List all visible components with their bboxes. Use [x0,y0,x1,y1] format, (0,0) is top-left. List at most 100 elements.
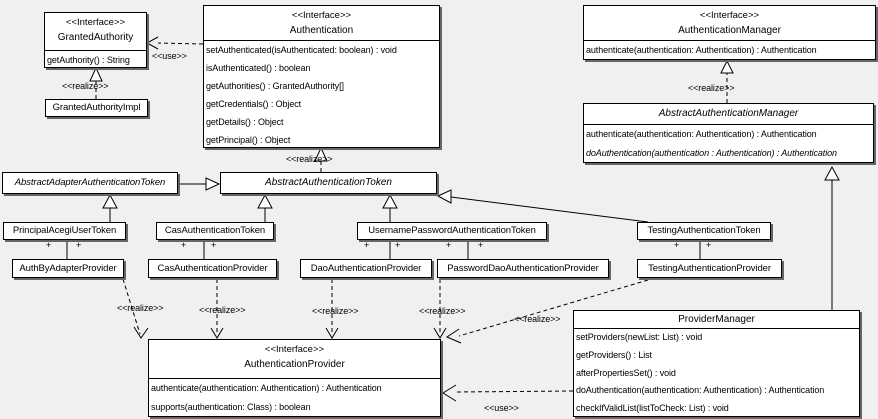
generalization-testingtoken [436,189,649,223]
class-title: ProviderManager [574,311,859,329]
class-method: setProviders(newList: List) : void [576,332,703,342]
interface-stereotype: <<Interface>> [291,10,352,21]
class-method: afterPropertiesSet() : void [576,367,676,378]
realize-label: <<realize>> [419,306,466,316]
multiplicity-plus: + [706,240,712,250]
class-name: GrantedAuthorityImpl [52,102,141,113]
class-method: getAuthority() : String [47,55,130,65]
class-box-password-dao-authentication-provider[interactable]: PasswordDaoAuthenticationProvider [437,259,609,278]
use-label: <<use>> [152,51,187,61]
multiplicity-plus: + [478,240,484,250]
class-box-abstract-authentication-manager[interactable]: AbstractAuthenticationManager authentica… [583,103,874,163]
class-box-dao-authentication-provider[interactable]: DaoAuthenticationProvider [300,259,432,278]
multiplicity-plus: + [395,240,401,250]
generalization-providermanager [824,165,840,310]
class-box-principal-acegi-user-token[interactable]: PrincipalAcegiUserToken [3,222,126,240]
class-box-authentication[interactable]: <<Interface>> Authentication setAuthenti… [203,5,440,148]
class-name: AuthByAdapterProvider [19,262,117,274]
class-method: setAuthenticated(isAuthenticated: boolea… [206,45,397,55]
realize-edge-authbyadapterprovider [122,278,149,339]
class-box-abstract-adapter-authentication-token[interactable]: AbstractAdapterAuthenticationToken [2,172,178,194]
interface-stereotype: <<Interface>> [264,344,325,355]
class-name: AuthenticationManager [678,25,781,36]
realize-edge-abstractauthenticationmanager [720,59,734,103]
class-box-provider-manager[interactable]: ProviderManager setProviders(newList: Li… [573,310,860,417]
multiplicity-plus: + [181,240,187,250]
class-box-authentication-provider[interactable]: <<Interface>> AuthenticationProvider aut… [148,339,441,417]
class-name: AbstractAdapterAuthenticationToken [14,177,166,188]
class-name: CasAuthenticationProvider [157,262,268,274]
realize-label: <<realize>> [199,305,246,315]
multiplicity-plus: + [211,240,217,250]
use-edge-providermanager-authenticationprovider [442,384,574,402]
class-box-authentication-manager[interactable]: <<Interface>> AuthenticationManager auth… [583,5,876,60]
realize-label: <<realize>> [117,303,164,313]
generalization-castoken [257,193,273,222]
class-name: PrincipalAcegiUserToken [12,225,117,236]
class-name: Authentication [289,25,354,36]
multiplicity-plus: + [76,240,82,250]
generalization-usernamepasswordtoken [382,193,398,222]
realize-label: <<realize>> [62,81,109,91]
class-box-cas-authentication-provider[interactable]: CasAuthenticationProvider [148,259,277,278]
class-method: supports(authentication: Class) : boolea… [151,402,311,412]
realize-label: <<realize>> [514,314,561,324]
class-method: doAuthentication(authentication: Authent… [576,385,825,396]
class-method: getPrincipal() : Object [206,135,291,145]
class-method: authenticate(authentication: Authenticat… [586,129,817,139]
interface-stereotype: <<Interface>> [699,10,760,21]
class-box-abstract-authentication-token[interactable]: AbstractAuthenticationToken [220,172,437,194]
class-method: doAuthentication(authentication : Authen… [586,148,837,158]
use-edge-authentication-grantedauthority [145,36,204,50]
class-title: <<Interface>> AuthenticationManager [584,6,875,41]
class-name: GrantedAuthority [57,32,134,43]
class-box-username-password-authentication-token[interactable]: UsernamePasswordAuthenticationToken [357,222,547,240]
class-name: UsernamePasswordAuthenticationToken [368,225,536,236]
class-method: checkIfValidList(listToCheck: List) : vo… [576,403,729,413]
realize-label: <<realize>> [688,83,735,93]
class-box-testing-authentication-provider[interactable]: TestingAuthenticationProvider [637,259,782,278]
multiplicity-plus: + [46,240,52,250]
realize-edge-grantedauthorityimpl [89,66,103,99]
use-label: <<use>> [484,403,519,413]
class-method: getDetails() : Object [206,117,284,127]
class-method: authenticate(authentication: Authenticat… [586,45,817,55]
class-method: getAuthorities() : GrantedAuthority[] [206,81,344,91]
class-box-granted-authority[interactable]: <<Interface>> GrantedAuthority getAuthor… [44,12,147,68]
realize-edge-daoauthenticationprovider [325,279,339,339]
class-box-auth-by-adapter-provider[interactable]: AuthByAdapterProvider [12,259,124,278]
class-name: ProviderManager [678,314,755,325]
class-box-testing-authentication-token[interactable]: TestingAuthenticationToken [637,222,771,240]
generalization-principaltoken [102,193,118,222]
class-name: DaoAuthenticationProvider [310,262,422,274]
class-method: authenticate(authentication: Authenticat… [151,383,382,393]
class-name: TestingAuthenticationToken [647,225,761,236]
class-method: getCredentials() : Object [206,99,302,109]
class-name: PasswordDaoAuthenticationProvider [447,262,599,274]
realize-edge-testingprovider [445,279,649,344]
realize-edge-abstractauthenticationtoken [314,146,328,172]
interface-stereotype: <<Interface>> [65,17,126,28]
class-name: CasAuthenticationToken [164,225,266,236]
class-name: AbstractAuthenticationManager [658,108,799,119]
class-name: AuthenticationProvider [244,359,345,370]
class-title: <<Interface>> GrantedAuthority [45,13,146,51]
class-method: isAuthenticated() : boolean [206,63,311,73]
class-name: AbstractAuthenticationToken [265,177,392,188]
class-method: getProviders() : List [576,349,652,360]
realize-label: <<realize>> [312,306,359,316]
multiplicity-plus: + [674,240,680,250]
class-title: <<Interface>> AuthenticationProvider [149,340,440,379]
class-title: AbstractAuthenticationManager [584,104,873,125]
realize-edge-casauthenticationprovider [210,279,224,339]
generalization-adaptertoken-abstracttoken [178,177,221,191]
class-box-granted-authority-impl[interactable]: GrantedAuthorityImpl [45,99,148,117]
class-title: <<Interface>> Authentication [204,6,439,41]
realize-label: <<realize>> [286,154,333,164]
class-box-cas-authentication-token[interactable]: CasAuthenticationToken [156,222,274,240]
realize-edge-passworddaoprovider [433,279,447,339]
multiplicity-plus: + [364,240,370,250]
class-name: TestingAuthenticationProvider [648,262,771,274]
